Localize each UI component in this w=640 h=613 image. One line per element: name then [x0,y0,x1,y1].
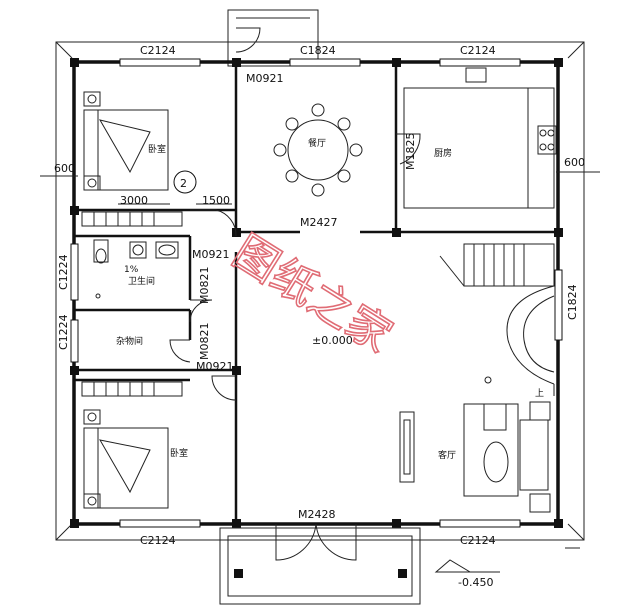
elevation-floor: ±0.000 [312,334,353,347]
wardrobes [81,211,183,397]
door-label-storage-b: M0821 [198,323,211,361]
columns [70,58,563,578]
dim-600-right: 600 [564,156,585,169]
door-label-storage-a: M0821 [198,267,211,305]
room-kitchen: 厨房 [434,147,452,159]
roof-eave-outline [55,41,585,541]
main-door-swing [275,523,357,561]
window-label-top-mid: C1824 [300,44,336,57]
elevation-outside: -0.450 [458,576,493,589]
door-label-main: M2428 [298,508,336,521]
dim-3000: 3000 [120,194,148,207]
door-swings [169,27,421,401]
door-label-dining-living: M2427 [300,216,338,229]
grid-marker-circle [173,170,197,194]
window-label-bottom-left: C2124 [140,534,176,547]
staircase [439,243,555,396]
windows [70,58,563,528]
room-dining: 餐厅 [308,137,326,149]
window-label-right-lower: C1824 [566,284,579,320]
bathroom-fixtures [93,239,179,299]
living-room-sofa-set [399,401,551,513]
door-label-dining: M0921 [246,72,284,85]
grid-marker-label: 2 [180,177,187,190]
dining-table [273,103,363,197]
window-label-left-1: C1224 [57,254,70,290]
room-bedroom-2: 卧室 [170,447,188,459]
bed-1 [83,91,169,191]
dimension-lines [40,171,600,549]
dim-600-left: 600 [54,162,75,175]
window-label-bottom-right: C2124 [460,534,496,547]
slope-label: 1% [124,265,139,275]
window-label-top-right: C2124 [460,44,496,57]
door-label-bedroom2: M0921 [196,360,234,373]
room-bathroom: 卫生间 [128,275,155,287]
bed-2 [83,409,169,509]
stair-up-label: 上 [535,388,544,399]
window-label-left-2: C1224 [57,314,70,350]
front-porch [219,527,500,605]
dim-1500: 1500 [202,194,230,207]
window-label-top-left: C2124 [140,44,176,57]
kitchen-fixtures [403,67,557,209]
door-label-kitchen: M1825 [404,133,417,171]
door-label-bath: M0921 [192,248,230,261]
room-storage: 杂物间 [116,335,143,347]
room-living: 客厅 [438,449,456,461]
room-bedroom-1: 卧室 [148,143,166,155]
top-porch [227,9,319,67]
